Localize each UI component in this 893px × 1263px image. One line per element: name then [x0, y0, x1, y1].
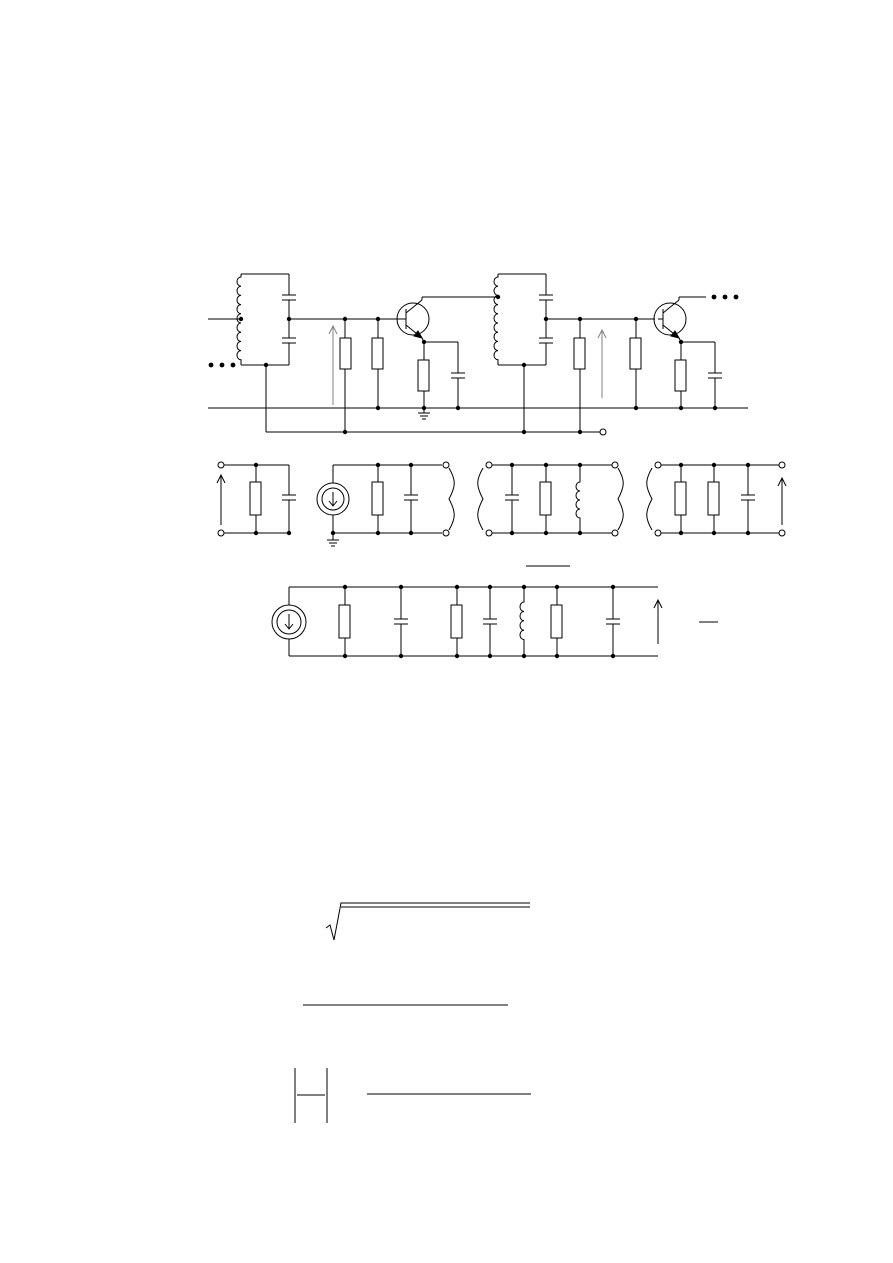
junction-dots: [238, 294, 718, 435]
junction-dots: [253, 462, 751, 536]
inductor-icon: [575, 465, 581, 533]
inductor-icon: [519, 587, 525, 656]
resistor-icon: [450, 604, 463, 639]
terminal-icon: [778, 529, 786, 537]
capacitor-icon: [451, 372, 465, 379]
ellipsis-icon: [711, 294, 739, 300]
terminal-icon: [611, 461, 619, 469]
voltage-arrow-icon: [216, 473, 226, 525]
capacitor-icon: [404, 494, 418, 501]
resistor-icon: [338, 604, 351, 639]
terminal-icon: [654, 529, 662, 537]
voltage-arrow-icon: [597, 328, 607, 398]
terminal-icon: [611, 529, 619, 537]
terminal-icon: [217, 529, 225, 537]
transformer-brace-right: [477, 467, 484, 531]
voltage-arrow-icon: [653, 598, 663, 644]
voltage-arrow-icon: [777, 476, 787, 525]
capacitor-icon: [708, 372, 722, 379]
capacitor-icon: [505, 494, 519, 501]
resistor-icon: [674, 481, 687, 516]
resistor-icon: [417, 359, 430, 392]
terminal-icon: [778, 461, 786, 469]
resistor-icon: [629, 337, 642, 370]
amplifier-schematic: [208, 273, 748, 436]
capacitor-icon: [606, 618, 620, 625]
capacitor-icon: [539, 294, 553, 301]
radical-sign: [325, 902, 530, 941]
capacitor-icon: [282, 294, 296, 301]
inductor-icon: [236, 274, 242, 365]
resistor-icon: [674, 359, 687, 392]
inductor-icon: [493, 274, 499, 365]
npn-transistor-icon: [653, 299, 687, 339]
resistor-icon: [371, 481, 384, 516]
absolute-value-bars: [294, 1068, 328, 1123]
voltage-arrow-icon: [328, 324, 338, 405]
per-stage-equivalent: [216, 461, 787, 567]
resistor-icon: [707, 481, 720, 516]
junction-dots: [342, 584, 616, 659]
resistor-icon: [339, 337, 352, 370]
formula-skeletons: [294, 902, 531, 1123]
capacitor-icon: [282, 337, 296, 344]
transformer-brace-left: [617, 467, 624, 531]
combined-equivalent: [271, 584, 718, 659]
terminal-icon: [442, 461, 450, 469]
capacitor-icon: [394, 618, 408, 625]
current-source-icon: [316, 482, 350, 516]
capacitor-icon: [282, 494, 296, 501]
resistor-icon: [573, 337, 586, 370]
terminal-icon: [485, 529, 493, 537]
terminal-icon: [217, 461, 225, 469]
resistor-icon: [371, 337, 384, 370]
capacitor-icon: [539, 337, 553, 344]
terminal-icon: [485, 461, 493, 469]
transformer-brace-left: [448, 467, 455, 531]
terminal-icon: [442, 529, 450, 537]
terminal-icon: [654, 461, 662, 469]
terminal-icon: [599, 428, 607, 436]
capacitor-icon: [741, 494, 755, 501]
capacitor-icon: [483, 618, 497, 625]
current-source-icon: [271, 604, 307, 640]
ellipsis-icon: [208, 362, 236, 368]
resistor-icon: [550, 604, 563, 639]
resistor-icon: [539, 481, 552, 516]
resistor-icon: [249, 481, 262, 516]
npn-transistor-icon: [396, 299, 430, 339]
transformer-brace-right: [646, 467, 653, 531]
